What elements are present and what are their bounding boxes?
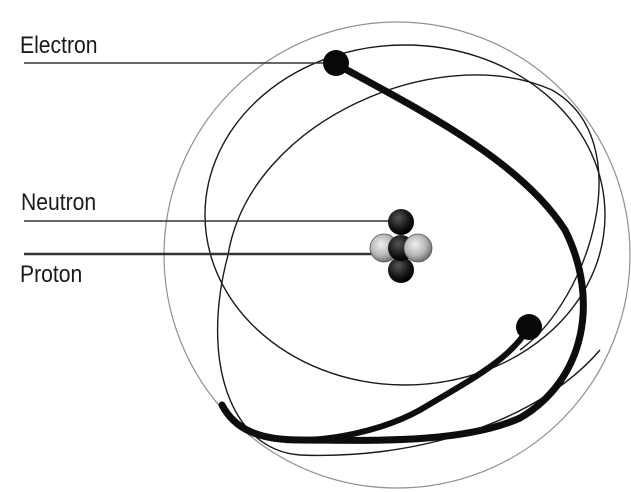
proton-label: Proton bbox=[20, 263, 82, 287]
neutron-particle-top bbox=[388, 209, 414, 235]
electron-label: Electron bbox=[20, 34, 97, 58]
electron-particle-right bbox=[516, 314, 542, 340]
neutron-label: Neutron bbox=[21, 191, 96, 215]
proton-particle-right bbox=[404, 234, 432, 262]
electron-particle-top bbox=[323, 50, 349, 76]
